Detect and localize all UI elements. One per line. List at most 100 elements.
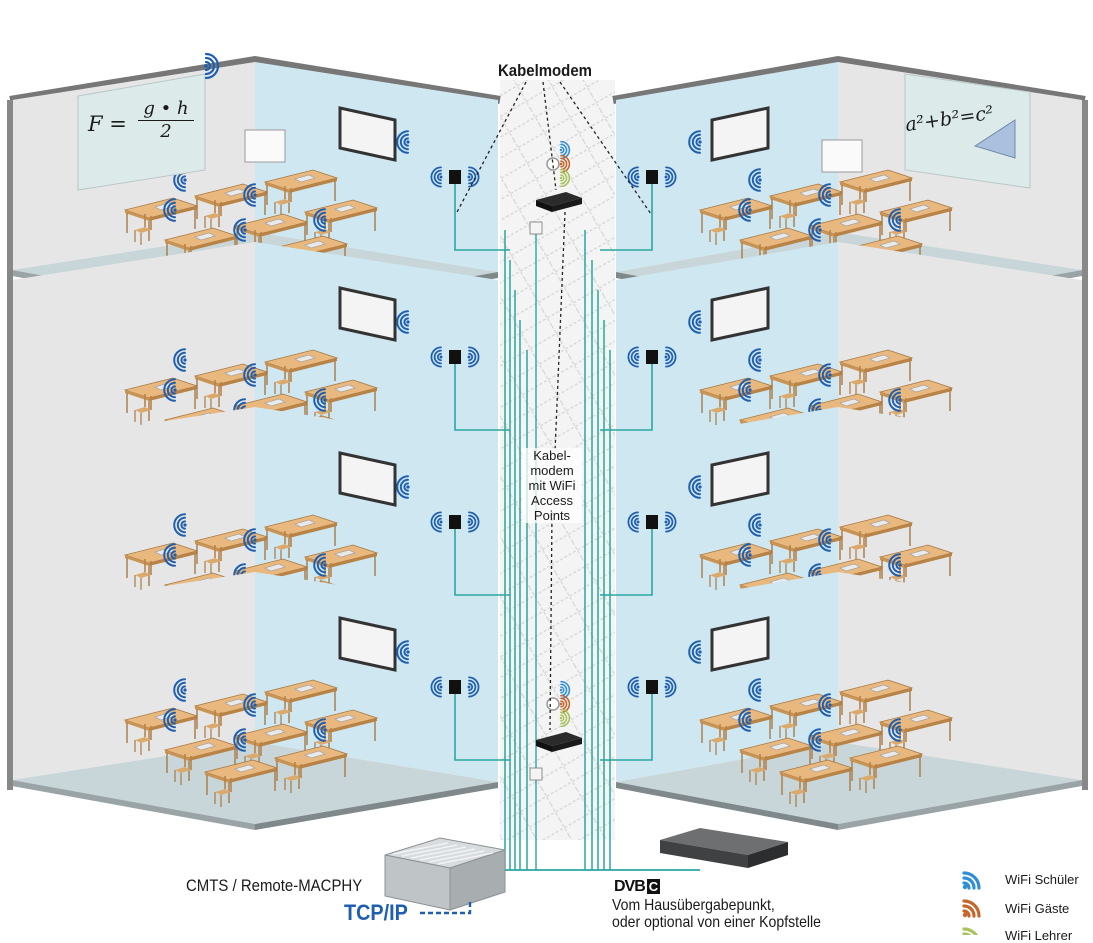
right-building — [600, 55, 1088, 830]
projector-screen — [710, 451, 770, 507]
ap-cable — [454, 529, 510, 596]
projector-screen — [710, 616, 770, 672]
label-line-5: Points — [533, 508, 571, 523]
left-building — [7, 52, 510, 830]
desk — [303, 709, 379, 757]
label-line-3: mit WiFi — [528, 478, 576, 493]
wifi-icon — [243, 183, 257, 207]
wifi-icon — [313, 388, 327, 412]
access-point — [449, 680, 461, 694]
wifi-icon — [233, 218, 247, 242]
label-source-line2: oder optional von einer Kopfstelle — [612, 914, 821, 931]
back-wall — [255, 62, 498, 272]
label-cmts: CMTS / Remote-MACPHY — [186, 876, 363, 895]
wifi-icon — [243, 528, 257, 552]
wifi-icon — [204, 52, 220, 80]
floor — [12, 742, 498, 824]
desk — [263, 679, 339, 727]
side-wall — [12, 242, 255, 450]
wifi-icon — [467, 676, 480, 698]
wifi-icon — [627, 676, 640, 698]
dvbc-logo-c: C — [646, 879, 661, 894]
riser-cables — [470, 230, 700, 871]
wifi-icon — [243, 363, 257, 387]
wifi-icon — [738, 708, 752, 732]
formula-denominator: 2 — [160, 121, 172, 142]
back-wall — [616, 242, 838, 452]
wifi-icon — [163, 708, 177, 732]
wifi-icon — [467, 346, 480, 368]
desk — [203, 759, 279, 807]
wifi-icon — [664, 166, 677, 188]
desk — [838, 514, 914, 562]
projector-screen — [710, 286, 770, 342]
projector-screen — [338, 451, 397, 507]
label-tcpip: TCP/IP — [344, 900, 408, 925]
classroom-floor — [600, 572, 1082, 830]
wifi-icon — [430, 511, 443, 533]
wifi-icon — [808, 728, 822, 752]
label-line-2: modem — [530, 463, 574, 478]
access-point — [646, 350, 658, 364]
desk — [838, 349, 914, 397]
wifi-icon — [664, 676, 677, 698]
wifi-icon — [627, 346, 640, 368]
wifi-icon — [738, 543, 752, 567]
desk — [163, 227, 239, 275]
desk — [163, 737, 239, 785]
wifi-icon — [818, 528, 832, 552]
legend-label-schueler: WiFi Schüler — [1005, 872, 1079, 887]
wifi-icon — [738, 198, 752, 222]
desk — [303, 544, 379, 592]
wifi-icon — [688, 310, 702, 334]
back-wall — [255, 572, 498, 782]
label-line-4: Access — [531, 493, 573, 508]
access-point — [449, 515, 461, 529]
ap-cable — [600, 364, 653, 431]
wifi-icon — [396, 130, 410, 154]
dvbc-logo-text: DVB — [614, 877, 646, 895]
wifi-icon — [243, 693, 257, 717]
wifi-icon — [313, 718, 327, 742]
wifi-icon — [748, 513, 762, 537]
wifi-icon — [173, 513, 187, 537]
wifi-icon — [808, 218, 822, 242]
wifi-icon — [173, 678, 187, 702]
wifi-icon — [163, 198, 177, 222]
desk — [303, 379, 379, 427]
wifi-icon — [748, 348, 762, 372]
formula-lhs: F = — [88, 112, 127, 136]
triangle-figure — [973, 119, 1016, 159]
wifi-icon — [688, 475, 702, 499]
modem-antenna — [546, 697, 560, 711]
access-point — [449, 170, 461, 184]
desk — [233, 213, 309, 261]
projector-screen — [338, 286, 397, 342]
wifi-icon — [748, 168, 762, 192]
side-wall — [12, 407, 255, 615]
ap-cable — [454, 184, 510, 251]
desk — [193, 363, 269, 411]
desk — [848, 745, 924, 793]
desk — [263, 514, 339, 562]
callout-lines — [455, 81, 652, 731]
desk — [698, 542, 774, 590]
wifi-icon — [233, 728, 247, 752]
access-point — [449, 350, 461, 364]
roof-edge — [612, 55, 1086, 104]
label-source-line1: Vom Hausübergabepunkt, — [612, 897, 775, 914]
dvbc-logo: DVB C — [614, 877, 661, 895]
ap-cable — [454, 364, 510, 431]
back-wall — [616, 62, 838, 272]
legend-label-gaeste: WiFi Gäste — [1005, 901, 1070, 916]
desk — [233, 723, 309, 771]
wifi-icon — [173, 348, 187, 372]
cable-modem-top — [529, 192, 582, 235]
tcpip-link — [420, 900, 472, 915]
left-formula-fraction: g • h 2 — [138, 98, 194, 142]
legend-wifi-icon — [962, 927, 981, 943]
cmts-device — [384, 837, 506, 911]
wifi-icon — [888, 718, 902, 742]
projector-screen — [338, 106, 397, 162]
